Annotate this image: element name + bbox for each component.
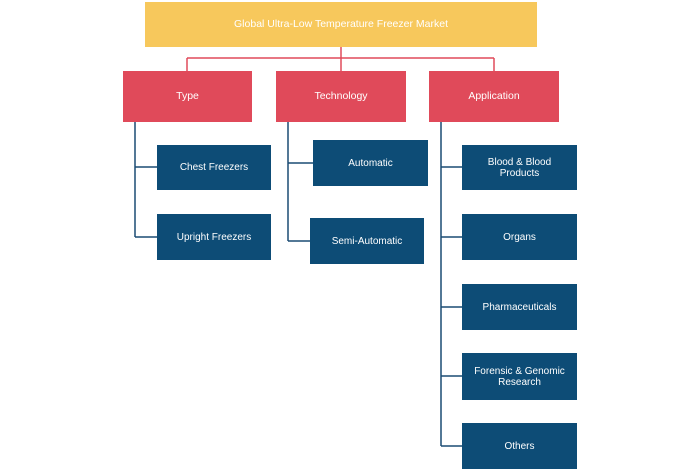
leaf-automatic: Automatic [313, 140, 428, 186]
leaf-pharmaceuticals: Pharmaceuticals [462, 284, 577, 330]
leaf-label: Blood & Blood Products [487, 156, 552, 179]
category-technology: Technology [276, 71, 406, 122]
leaf-label: Automatic [348, 157, 393, 169]
category-technology-label: Technology [314, 89, 368, 102]
leaf-label: Pharmaceuticals [482, 301, 557, 313]
leaf-label: Chest Freezers [179, 162, 249, 173]
leaf-forensic-genomic-research: Forensic & Genomic Research [462, 353, 577, 400]
leaf-label: Semi-Automatic [331, 235, 403, 247]
category-type-label: Type [176, 89, 199, 102]
leaf-label: Others [504, 440, 535, 452]
root-label: Global Ultra-Low Temperature Freezer Mar… [234, 17, 448, 30]
leaf-chest-freezers: Chest Freezers [157, 145, 271, 190]
category-type: Type [123, 71, 252, 122]
category-application-label: Application [468, 89, 520, 102]
leaf-upright-freezers: Upright Freezers [157, 214, 271, 260]
leaf-semi-automatic: Semi-Automatic [310, 218, 424, 264]
leaf-label: Organs [503, 231, 536, 243]
leaf-organs: Organs [462, 214, 577, 260]
leaf-label: Upright Freezers [176, 231, 252, 243]
leaf-blood-products: Blood & Blood Products [462, 145, 577, 190]
root-node: Global Ultra-Low Temperature Freezer Mar… [145, 2, 537, 47]
leaf-others: Others [462, 423, 577, 469]
category-application: Application [429, 71, 559, 122]
leaf-label: Forensic & Genomic Research [474, 365, 565, 388]
